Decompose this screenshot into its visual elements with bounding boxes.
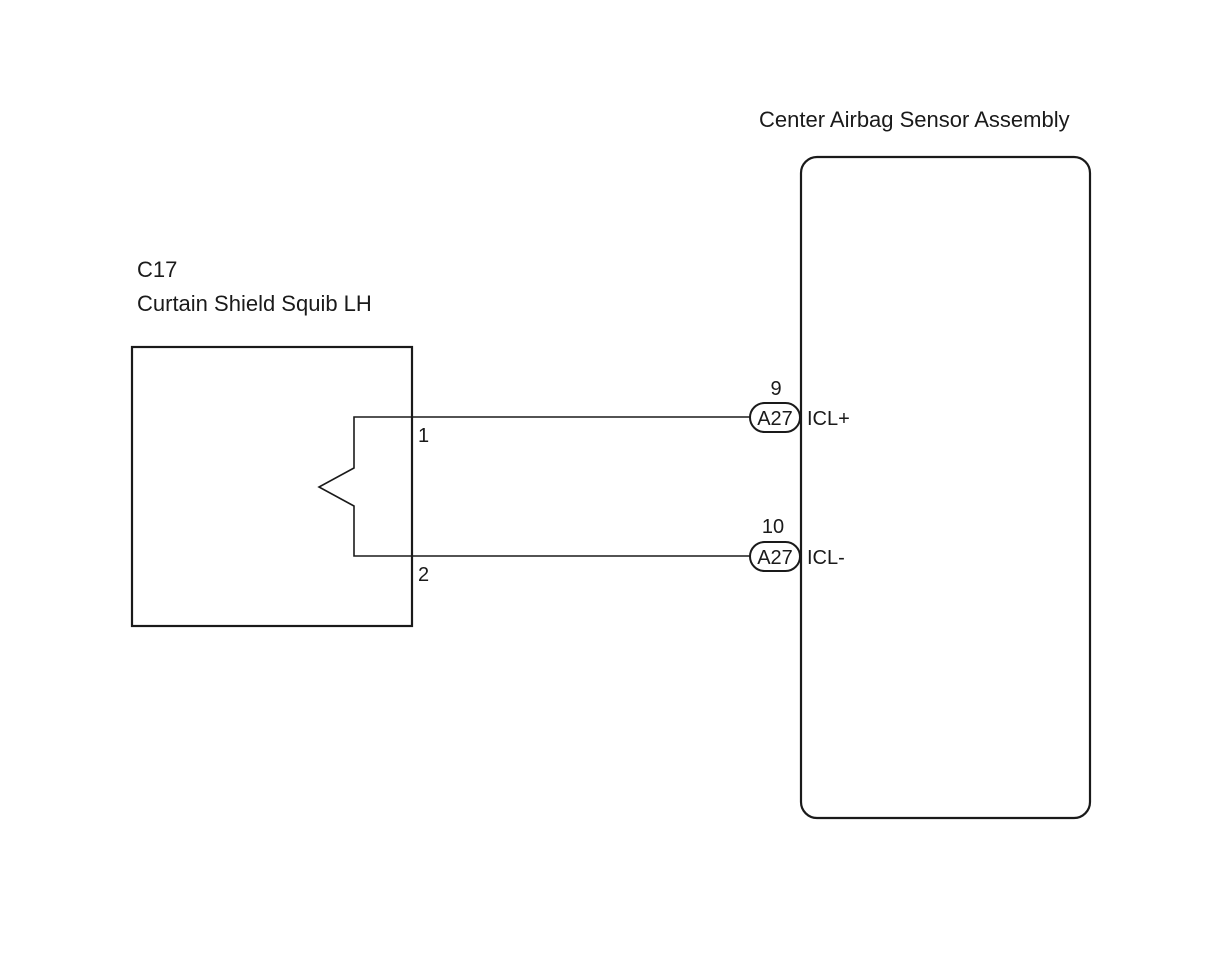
connector-a27-plus-oval (749, 402, 801, 433)
connector-pin-10-label: 10 (762, 516, 784, 538)
squib-pin-2-label: 2 (418, 564, 429, 586)
connector-a27-minus-label: A27 (757, 547, 793, 569)
sensor-title: Center Airbag Sensor Assembly (759, 107, 1070, 132)
squib-pin-1-label: 1 (418, 425, 429, 447)
connector-a27-plus-label: A27 (757, 408, 793, 430)
squib-name: Curtain Shield Squib LH (137, 291, 372, 316)
squib-code: C17 (137, 257, 177, 282)
squib-element-symbol (317, 416, 412, 557)
sensor-box (799, 155, 1092, 820)
signal-icl-minus-label: ICL- (807, 547, 845, 569)
signal-icl-plus-label: ICL+ (807, 408, 850, 430)
connector-pin-9-label: 9 (770, 378, 781, 400)
squib-box (130, 345, 414, 628)
connector-a27-minus-oval (749, 541, 801, 572)
